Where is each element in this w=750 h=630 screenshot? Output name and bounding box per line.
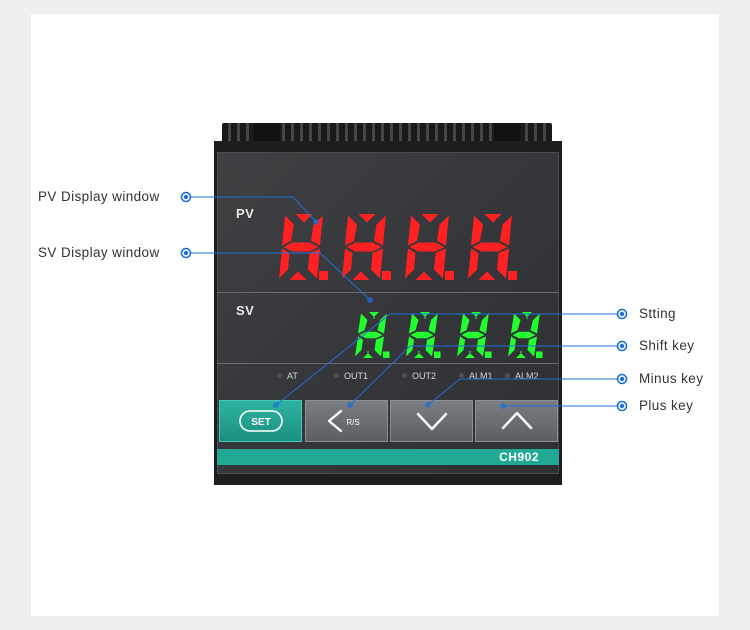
seven-segment-digit [279, 214, 337, 280]
chevron-down-icon [416, 412, 447, 431]
indicator-divider [217, 363, 559, 364]
indicator-label: OUT2 [412, 371, 437, 381]
seven-segment-digit [405, 214, 463, 280]
indicator-at: AT [277, 371, 298, 381]
sv-display-window [355, 302, 559, 358]
front-panel: PV SV AT OUT1 OUT2 ALM1 ALM2 SET [217, 152, 559, 474]
svg-text:SET: SET [251, 417, 270, 428]
sv-label: SV [236, 303, 255, 318]
led-icon [334, 373, 339, 378]
set-button[interactable]: SET [219, 400, 302, 442]
svg-text:R/S: R/S [346, 418, 359, 427]
plus-key-callout-label: Plus key [639, 398, 694, 413]
led-icon [505, 373, 510, 378]
plus-key[interactable] [475, 400, 558, 442]
pv-display-window [279, 200, 531, 280]
indicator-label: ALM1 [469, 371, 493, 381]
indicator-alm1: ALM1 [459, 371, 493, 381]
minus-key-callout-label: Minus key [639, 371, 704, 386]
seven-segment-digit [468, 214, 526, 280]
pv-label: PV [236, 206, 255, 221]
indicator-label: OUT1 [344, 371, 369, 381]
seven-segment-digit [406, 312, 452, 358]
indicator-label: AT [287, 371, 298, 381]
vent-clip-right [494, 123, 520, 143]
brand-bar: CH902 [217, 449, 559, 465]
model-label: CH902 [499, 450, 539, 464]
led-icon [459, 373, 464, 378]
temperature-controller: PV SV AT OUT1 OUT2 ALM1 ALM2 SET [214, 123, 562, 485]
top-vents [222, 123, 552, 143]
shift-key[interactable]: R/S [305, 400, 388, 442]
set-icon: SET [238, 410, 283, 432]
indicator-label: ALM2 [515, 371, 539, 381]
indicator-out1: OUT1 [334, 371, 368, 381]
setting-callout-label: Stting [639, 306, 676, 321]
pv-display-callout-label: PV Display window [38, 189, 160, 204]
seven-segment-digit [508, 312, 554, 358]
seven-segment-digit [457, 312, 503, 358]
display-divider [217, 292, 559, 293]
indicator-alm2: ALM2 [505, 371, 539, 381]
sv-display-callout-label: SV Display window [38, 245, 160, 260]
shift-key-callout-label: Shift key [639, 338, 695, 353]
chevron-left-icon: R/S [327, 409, 359, 433]
vent-clip-left [254, 123, 280, 143]
chevron-up-icon [501, 411, 532, 430]
led-icon [402, 373, 407, 378]
seven-segment-digit [342, 214, 400, 280]
minus-key[interactable] [390, 400, 473, 442]
indicator-row: AT OUT1 OUT2 ALM1 ALM2 [277, 371, 547, 385]
indicator-out2: OUT2 [402, 371, 436, 381]
controller-body: PV SV AT OUT1 OUT2 ALM1 ALM2 SET [214, 141, 562, 485]
led-icon [277, 373, 282, 378]
seven-segment-digit [355, 312, 401, 358]
